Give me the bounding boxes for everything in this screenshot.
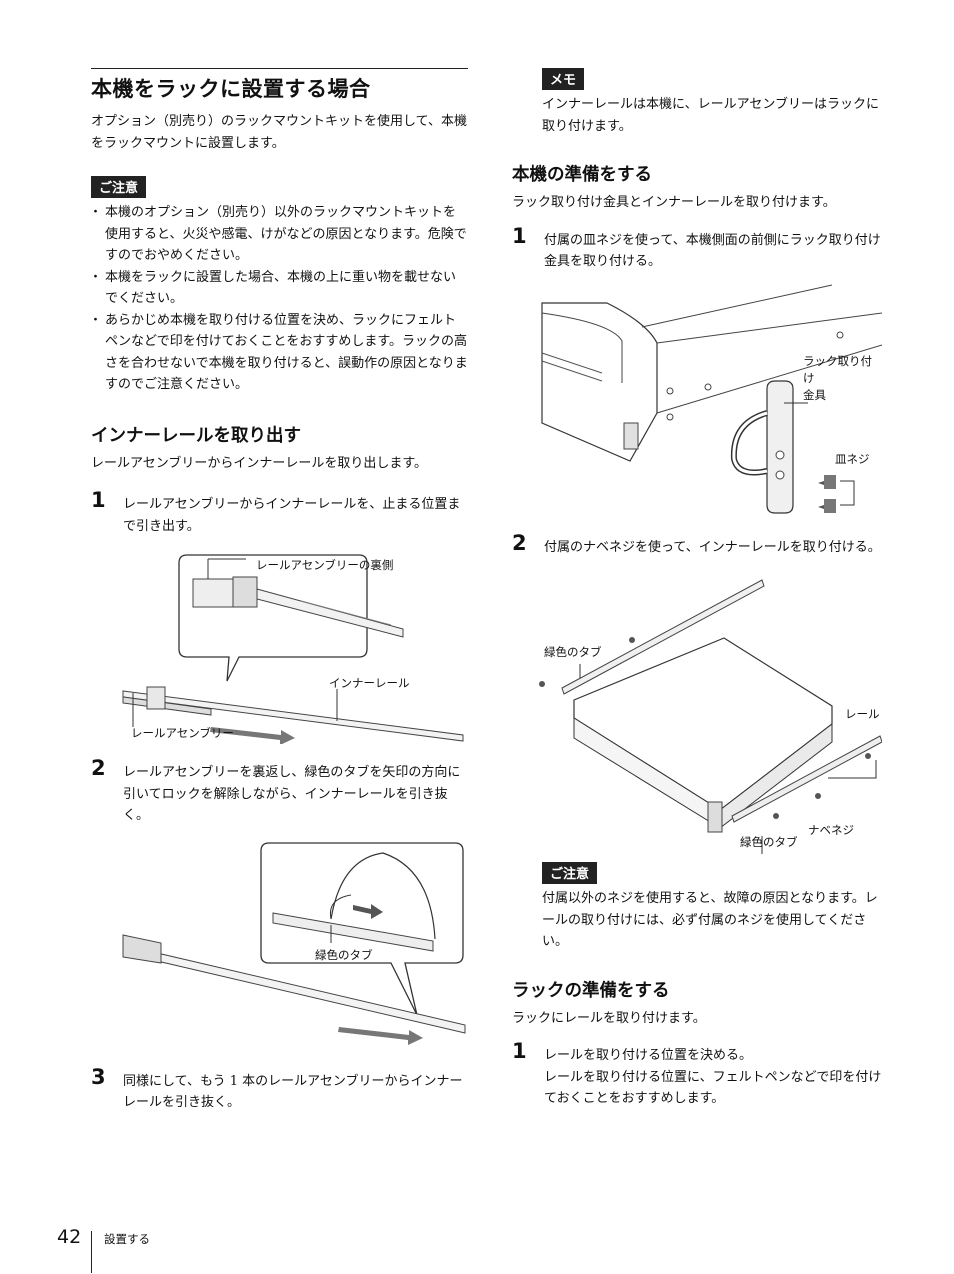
step-text: レールアセンブリーからインナーレールを、止まる位置まで引き出す。 [123,497,461,534]
step-number: 2 [512,530,527,555]
label-green-tab-bottom: 緑色のタブ [740,835,798,849]
intro-text: オプション（別売り）のラックマウントキットを使用して、本機をラックマウントに設置… [91,114,467,151]
section-title-prepare-unit: 本機の準備をする [512,165,652,185]
left-column: 本機をラックに設置する場合 オプション（別売り）のラックマウントキットを使用して… [89,68,468,1114]
section-title-inner-rail: インナーレールを取り出す [91,425,301,446]
figure-release-tab: 緑色のタブ [91,839,468,1059]
caution-list: 本機のオプション（別売り）以外のラックマウントキットを使用すると、火災や感電、け… [89,202,468,396]
step-number: 2 [91,756,106,780]
label-inner-rail: インナーレール [329,676,410,690]
step-text: レールを取り付ける位置を決める。 [544,1048,753,1063]
step-text: 付属のナベネジを使って、インナーレールを取り付ける。 [544,539,881,555]
rail-illustration [122,554,464,744]
page-title: 本機をラックに設置する場合 [91,68,468,103]
step-1: 1 付属の皿ネジを使って、本機側面の前側にラック取り付け金具を取り付ける。 [512,225,882,273]
caution-block: ご注意 本機のオプション（別売り）以外のラックマウントキットを使用すると、火災や… [89,176,468,396]
label-flat-screw: 皿ネジ [835,451,870,466]
memo-block: メモ インナーレールは本機に、レールアセンブリーはラックに取り付けます。 [512,68,882,137]
tab-illustration [122,841,466,1045]
label-rail-assembly: レールアセンブリー [131,726,234,740]
footer-divider [91,1231,92,1273]
step-3: 3 同様にして、もう 1 本のレールアセンブリーからインナーレールを引き抜く。 [91,1066,468,1114]
caution-text: 付属以外のネジを使用すると、故障の原因となります。レールの取り付けには、必ず付属… [542,891,878,949]
step-2: 2 付属のナベネジを使って、インナーレールを取り付ける。 [512,532,882,559]
caution-item: 本機のオプション（別売り）以外のラックマウントキットを使用すると、火災や感電、け… [89,202,468,267]
bracket-illustration [541,284,882,514]
label-green-tab: 緑色のタブ [315,947,373,962]
section-intro: レールアセンブリーからインナーレールを取り出します。 [91,455,428,471]
label-pan-screw: ナベネジ [808,823,854,837]
footer-section-name: 設置する [104,1232,150,1246]
label-rail-assembly-back: レールアセンブリーの裏側 [256,558,394,572]
figure-pull-inner-rail: レールアセンブリーの裏側 インナーレール レールアセンブリー [91,549,468,744]
memo-badge: メモ [542,68,585,90]
figure-bracket: ラック取り付け 金具 皿ネジ [512,283,882,523]
step-1-rack: 1 レールを取り付ける位置を決める。 レールを取り付ける位置に、フェルトペンなど… [512,1040,882,1110]
step-number: 1 [512,1039,527,1063]
step-subtext: レールを取り付ける位置に、フェルトペンなどで印を付けておくことをおすすめします。 [544,1069,882,1107]
memo-text: インナーレールは本機に、レールアセンブリーはラックに取り付けます。 [542,97,879,134]
section-intro: ラック取り付け金具とインナーレールを取り付けます。 [512,195,836,210]
section-intro: ラックにレールを取り付けます。 [512,1010,706,1026]
step-number: 3 [91,1064,106,1089]
inner-rail-illustration [539,579,882,854]
step-number: 1 [512,223,527,248]
step-text: 付属の皿ネジを使って、本機側面の前側にラック取り付け金具を取り付ける。 [544,232,881,270]
page-number: 42 [57,1226,82,1248]
figure-inner-rail-mount: 緑色のタブ レール 緑色のタブ ナベネジ [512,566,882,856]
step-1: 1 レールアセンブリーからインナーレールを、止まる位置まで引き出す。 [91,489,468,537]
section-title-prepare-rack: ラックの準備をする [512,980,670,1001]
step-2: 2 レールアセンブリーを裏返し、緑色のタブを矢印の方向に引いてロックを解除しなが… [91,757,468,827]
caution-badge: ご注意 [91,176,147,198]
label-rack-bracket-text: ラック取り付け 金具 [803,353,872,402]
right-column: メモ インナーレールは本機に、レールアセンブリーはラックに取り付けます。 本機の… [512,68,882,1110]
caution-badge: ご注意 [542,862,598,884]
caution-item: あらかじめ本機を取り付ける位置を決め、ラックにフェルトペンなどで印を付けておくこ… [89,310,468,396]
label-rack-bracket: ラック取り付け 金具 [803,353,882,404]
label-rail: レール [845,707,880,721]
caution-item: 本機をラックに設置した場合、本機の上に重い物を載せないでください。 [89,267,468,310]
step-text: 同様にして、もう 1 本のレールアセンブリーからインナーレールを引き抜く。 [123,1073,463,1111]
step-text: レールアセンブリーを裏返し、緑色のタブを矢印の方向に引いてロックを解除しながら、… [123,765,461,823]
caution-block-2: ご注意 付属以外のネジを使用すると、故障の原因となります。レールの取り付けには、… [512,862,882,953]
label-green-tab-top: 緑色のタブ [544,645,602,659]
step-number: 1 [91,488,106,512]
